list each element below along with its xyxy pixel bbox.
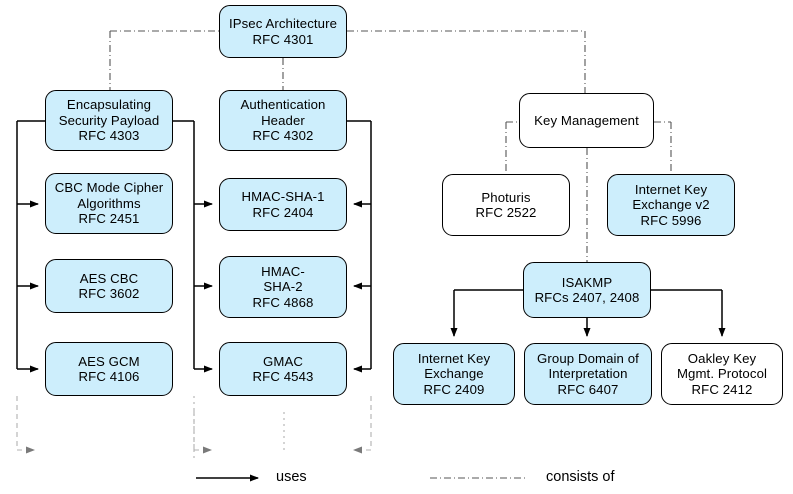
node-line: RFC 4303 <box>78 128 140 144</box>
node-hmac-sha-1[interactable]: HMAC-SHA-1 RFC 2404 <box>219 178 347 231</box>
edge-esp-uses-right <box>173 120 213 373</box>
node-line: Security Payload <box>58 112 160 128</box>
edge-ah-uses <box>347 120 372 373</box>
node-oakley-key-mgmt-protocol[interactable]: Oakley Key Mgmt. Protocol RFC 2412 <box>661 343 783 405</box>
node-line: RFC 4302 <box>252 128 314 144</box>
node-line: RFC 2412 <box>691 381 753 397</box>
node-line: Algorithms <box>77 195 141 211</box>
legend-uses-label: uses <box>276 469 307 485</box>
node-line: RFC 6407 <box>557 381 619 397</box>
node-line: CBC Mode Cipher <box>54 180 164 196</box>
node-line: RFC 2522 <box>475 205 537 220</box>
node-line: RFC 4543 <box>252 369 314 384</box>
node-line: HMAC-SHA-1 <box>241 189 325 205</box>
node-isakmp[interactable]: ISAKMP RFCs 2407, 2408 <box>523 262 651 318</box>
node-line: RFC 3602 <box>78 286 140 301</box>
edge-faded-left <box>16 396 35 454</box>
node-line: Photuris <box>481 189 531 205</box>
node-line: HMAC- <box>261 263 305 279</box>
edge-faded-right <box>353 396 372 454</box>
node-encapsulating-security-payload[interactable]: Encapsulating Security Payload RFC 4303 <box>45 90 173 151</box>
node-line: Key Management <box>534 112 639 128</box>
node-line: AES CBC <box>79 270 139 286</box>
node-ipsec-architecture[interactable]: IPsec Architecture RFC 4301 <box>219 5 347 58</box>
node-line: GMAC <box>263 353 303 369</box>
node-line: AES GCM <box>78 353 140 369</box>
node-line: RFC 2409 <box>423 381 485 397</box>
edge-faded-ah <box>193 410 212 454</box>
node-line: Authentication <box>240 97 326 113</box>
node-aes-gcm[interactable]: AES GCM RFC 4106 <box>45 342 173 396</box>
node-line: Group Domain of <box>537 350 639 366</box>
node-line: RFC 4301 <box>252 31 314 47</box>
edge-ipsec-consists-of <box>109 30 586 93</box>
node-hmac-sha-2[interactable]: HMAC- SHA-2 RFC 4868 <box>219 256 347 318</box>
node-line: RFCs 2407, 2408 <box>534 290 640 305</box>
node-line: RFC 2404 <box>252 204 314 220</box>
node-group-domain-of-interpretation[interactable]: Group Domain of Interpretation RFC 6407 <box>524 343 652 405</box>
node-line: Exchange v2 <box>632 197 710 213</box>
node-line: Internet Key <box>417 350 491 366</box>
node-line: Exchange <box>424 366 484 382</box>
node-internet-key-exchange-v2[interactable]: Internet Key Exchange v2 RFC 5996 <box>607 174 735 236</box>
node-cbc-mode-cipher-algorithms[interactable]: CBC Mode Cipher Algorithms RFC 2451 <box>45 173 173 234</box>
node-line: IPsec Architecture <box>228 16 338 32</box>
node-aes-cbc[interactable]: AES CBC RFC 3602 <box>45 259 173 313</box>
edge-esp-uses-left <box>16 120 45 373</box>
node-line: SHA-2 <box>263 279 303 295</box>
node-line: RFC 4106 <box>78 369 140 384</box>
node-line: Interpretation <box>548 366 628 382</box>
node-line: Header <box>261 112 305 128</box>
node-internet-key-exchange[interactable]: Internet Key Exchange RFC 2409 <box>393 343 515 405</box>
node-key-management[interactable]: Key Management <box>519 93 654 148</box>
node-line: RFC 5996 <box>640 212 702 228</box>
node-line: Oakley Key <box>687 350 757 366</box>
node-line: Mgmt. Protocol <box>676 366 768 382</box>
node-line: RFC 4868 <box>252 294 314 310</box>
node-line: Internet Key <box>634 181 708 197</box>
node-photuris[interactable]: Photuris RFC 2522 <box>442 174 570 236</box>
node-line: Encapsulating <box>66 97 152 113</box>
node-line: RFC 2451 <box>78 211 140 227</box>
node-authentication-header[interactable]: Authentication Header RFC 4302 <box>219 90 347 151</box>
node-line: ISAKMP <box>561 274 613 290</box>
legend-consists-of-label: consists of <box>546 469 615 485</box>
node-gmac[interactable]: GMAC RFC 4543 <box>219 342 347 396</box>
